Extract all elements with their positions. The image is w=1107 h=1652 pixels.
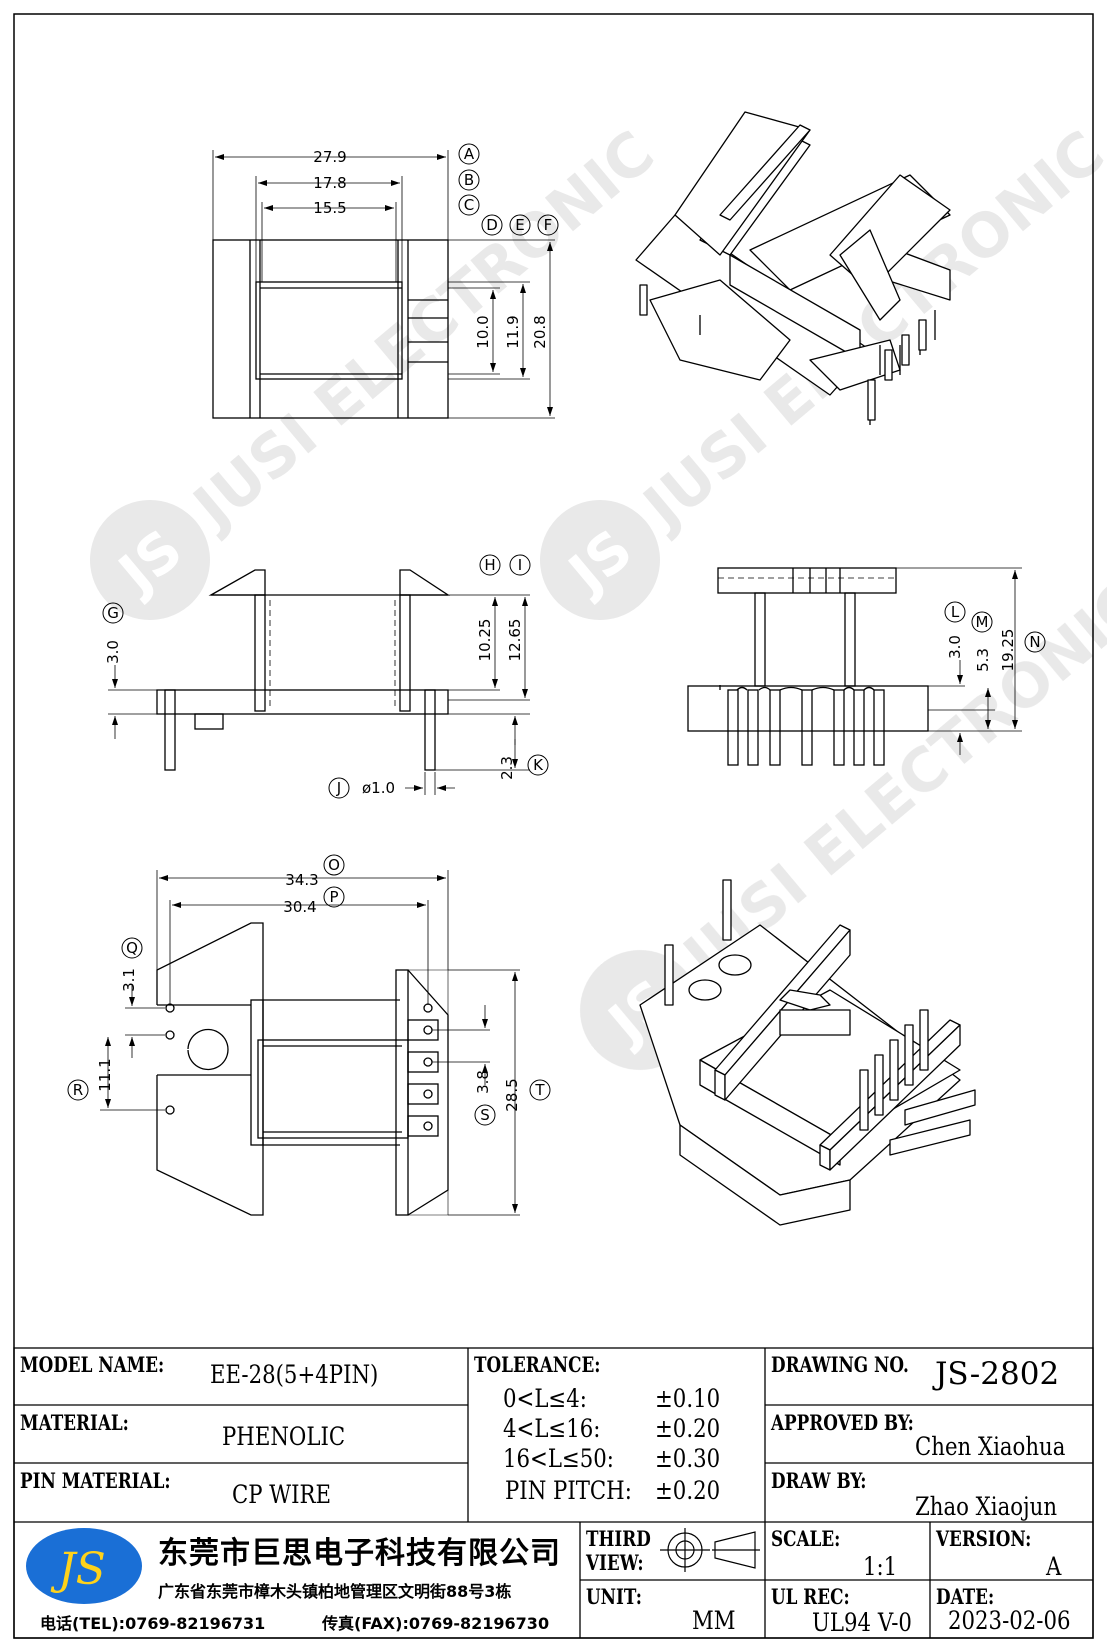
scale-label: SCALE: — [771, 1526, 841, 1551]
letter-b: B — [464, 171, 474, 189]
letter-m: M — [976, 613, 989, 631]
letter-t: T — [534, 1081, 545, 1099]
watermark-text: JUSI ELECTRONIC — [178, 118, 668, 545]
svg-text:JUSI ELECTRONIC: JUSI ELECTRONIC — [668, 568, 1107, 995]
material-value: PHENOLIC — [222, 1422, 346, 1451]
letter-d: D — [486, 216, 498, 234]
approved-by-value: Chen Xiaohua — [915, 1432, 1066, 1461]
letter-k: K — [533, 756, 544, 774]
drawing-no-value: JS-2802 — [935, 1356, 1060, 1392]
drawing-no-label: DRAWING NO. — [771, 1352, 909, 1377]
third-view-label-2: VIEW: — [586, 1550, 644, 1575]
dim-l: 3.0 — [946, 635, 964, 659]
pin-pitch-value: ±0.20 — [655, 1476, 721, 1505]
dim-c: 15.5 — [313, 199, 346, 217]
dim-e: 11.9 — [504, 315, 522, 348]
bottom-view — [100, 870, 520, 1216]
letter-a: A — [464, 145, 475, 163]
company-tel: 电话(TEL):0769-82196731 — [40, 1614, 266, 1633]
tolerance-range-1: 0<L≤4: — [503, 1384, 587, 1413]
front-view — [687, 567, 1022, 766]
tolerance-range-2: 4<L≤16: — [503, 1414, 601, 1443]
approved-by-label: APPROVED BY: — [771, 1410, 914, 1435]
letter-p: P — [329, 888, 338, 906]
dim-n: 19.25 — [999, 629, 1017, 672]
svg-text:JS: JS — [50, 1544, 106, 1595]
date-value: 2023-02-06 — [948, 1606, 1071, 1635]
scale-value: 1:1 — [863, 1552, 898, 1581]
iso-view-top — [635, 111, 951, 425]
unit-label: UNIT: — [586, 1584, 642, 1609]
watermark: JS JUSI ELECTRONIC JS JUSI ELECTRONIC JS… — [90, 118, 1107, 1070]
ul-rec-value: UL94 V-0 — [812, 1608, 912, 1637]
dim-j: ø1.0 — [362, 779, 395, 797]
dim-s: 3.8 — [474, 1070, 492, 1094]
model-name-label: MODEL NAME: — [20, 1352, 165, 1377]
draw-by-label: DRAW BY: — [771, 1468, 867, 1493]
dim-f: 20.8 — [531, 315, 549, 348]
side-view — [108, 569, 530, 795]
company-name: 东莞市巨思电子科技有限公司 — [158, 1536, 561, 1571]
unit-value: MM — [692, 1606, 736, 1635]
version-value: A — [1046, 1552, 1062, 1581]
letter-e: E — [515, 216, 524, 234]
tolerance-range-3: 16<L≤50: — [503, 1444, 614, 1473]
dim-d: 10.0 — [474, 315, 492, 348]
letter-l: L — [951, 603, 960, 621]
letter-c: C — [464, 196, 474, 214]
iso-view-bottom — [639, 879, 976, 1226]
pin-pitch-label: PIN PITCH: — [505, 1476, 632, 1505]
top-view — [212, 150, 555, 419]
model-name-value: EE-28(5+4PIN) — [210, 1360, 379, 1389]
company-logo: JS — [26, 1528, 142, 1604]
version-label: VERSION: — [936, 1526, 1032, 1551]
letter-i: I — [518, 556, 522, 574]
letter-o: O — [328, 856, 340, 874]
dim-k: 2.3 — [498, 756, 516, 780]
ul-rec-label: UL REC: — [771, 1584, 850, 1609]
dim-t: 28.5 — [503, 1078, 521, 1111]
watermark-logo-circle — [90, 500, 210, 620]
dim-b: 17.8 — [313, 174, 346, 192]
third-view-label-1: THIRD — [586, 1526, 651, 1551]
callout-letters: A B C D E F G H I J K L M N O P Q R S T — [67, 143, 1046, 1126]
company-address: 广东省东莞市樟木头镇柏地管理区文明街88号3栋 — [158, 1582, 512, 1601]
tolerance-value-2: ±0.20 — [655, 1414, 721, 1443]
dim-i: 12.65 — [506, 619, 524, 662]
tolerance-value-3: ±0.30 — [655, 1444, 721, 1473]
dim-o: 34.3 — [285, 871, 318, 889]
company-fax: 传真(FAX):0769-82196730 — [322, 1614, 550, 1633]
material-label: MATERIAL: — [20, 1410, 129, 1435]
dim-h: 10.25 — [476, 619, 494, 662]
letter-f: F — [544, 216, 553, 234]
draw-by-value: Zhao Xiaojun — [915, 1492, 1058, 1521]
dim-a: 27.9 — [313, 148, 346, 166]
third-angle-projection-icon — [660, 1528, 760, 1572]
letter-g: G — [107, 604, 119, 622]
dim-r: 11.1 — [96, 1058, 114, 1091]
dim-g: 3.0 — [104, 640, 122, 664]
letter-r: R — [73, 1081, 83, 1099]
title-block-grid — [13, 1347, 1094, 1639]
letter-q: Q — [126, 939, 138, 957]
pin-material-label: PIN MATERIAL: — [20, 1468, 171, 1493]
tolerance-value-1: ±0.10 — [655, 1384, 721, 1413]
date-label: DATE: — [936, 1584, 995, 1609]
dim-q: 3.1 — [120, 968, 138, 992]
letter-h: H — [484, 556, 495, 574]
letter-n: N — [1029, 633, 1040, 651]
dim-m: 5.3 — [974, 648, 992, 672]
dim-p: 30.4 — [283, 898, 316, 916]
letter-j: J — [336, 779, 341, 797]
tolerance-label: TOLERANCE: — [474, 1352, 601, 1377]
pin-material-value: CP WIRE — [232, 1480, 332, 1509]
letter-s: S — [480, 1106, 490, 1124]
